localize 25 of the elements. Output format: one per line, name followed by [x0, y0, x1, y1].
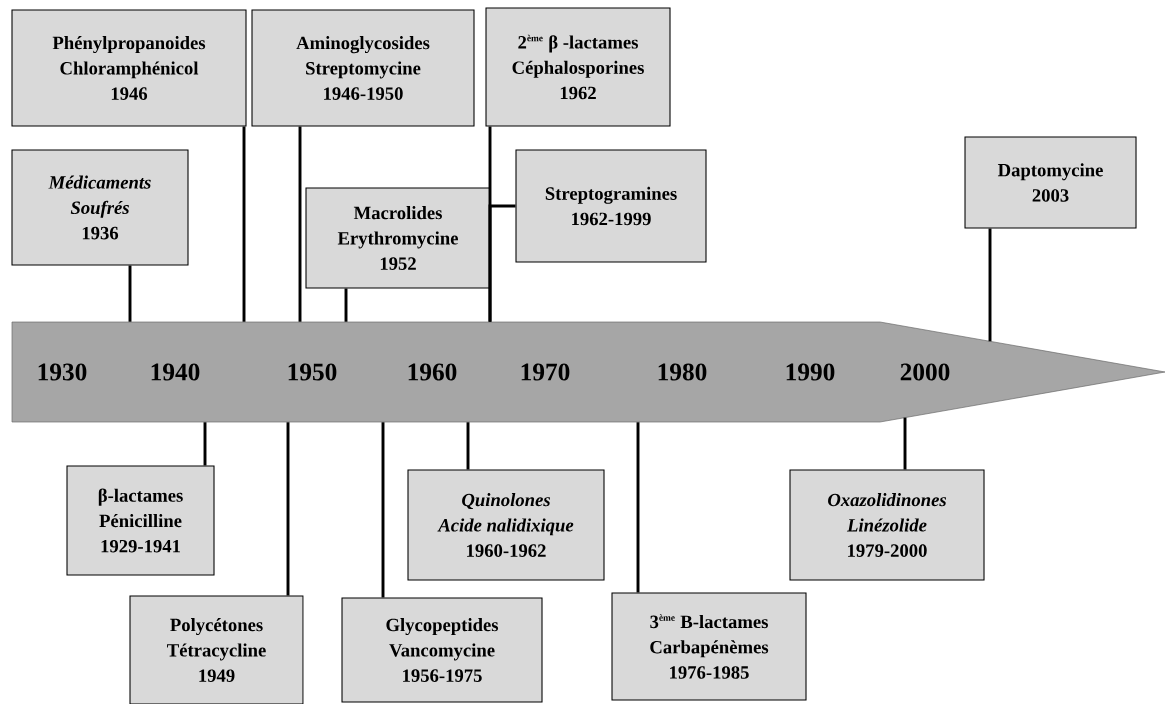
connector-line — [344, 288, 348, 322]
connector-line — [203, 422, 207, 466]
timeline-box: $\mbox{3}^{\mbox{\scriptsize ème}}\ \mbox{B-lactames}$ Carbapénèmes 1976-1985 — [611, 592, 807, 701]
connector-line — [636, 422, 640, 593]
connector-line — [466, 422, 470, 470]
connector-line — [298, 126, 302, 322]
timeline-box: Quinolones Acide nalidixique 1960-1962 — [407, 469, 605, 581]
timeline-box: Glycopeptides Vancomycine 1956-1975 — [341, 597, 543, 703]
timeline-box: β-lactames Pénicilline 1929-1941 — [66, 465, 215, 576]
timeline-box: Macrolides Erythromycine 1952 — [305, 187, 491, 289]
timeline-box: Daptomycine 2003 — [964, 136, 1137, 229]
timeline-box: Phénylpropanoides Chloramphénicol 1946 — [11, 9, 247, 127]
timeline-box: Aminoglycosides Streptomycine 1946-1950 — [251, 9, 475, 127]
timeline-box: $\mbox{2}^{\mbox{\scriptsize ème}}\ \mbox{β -lactames}$ Céphalosporines 1962 — [485, 7, 671, 127]
connector-line — [381, 422, 385, 598]
timeline-box: Streptogramines 1962-1999 — [515, 149, 707, 263]
connector-line — [242, 126, 246, 322]
connector-line — [903, 417, 907, 470]
timeline-box: Polycétones Tétracycline 1949 — [129, 595, 304, 704]
connector-line — [988, 228, 992, 342]
connector-line — [286, 422, 290, 596]
timeline-box: Médicaments Soufrés 1936 — [11, 149, 189, 266]
timeline-box: Oxazolidinones Linézolide 1979-2000 — [789, 469, 985, 581]
connector-line — [488, 204, 516, 322]
connector-line — [128, 265, 132, 322]
